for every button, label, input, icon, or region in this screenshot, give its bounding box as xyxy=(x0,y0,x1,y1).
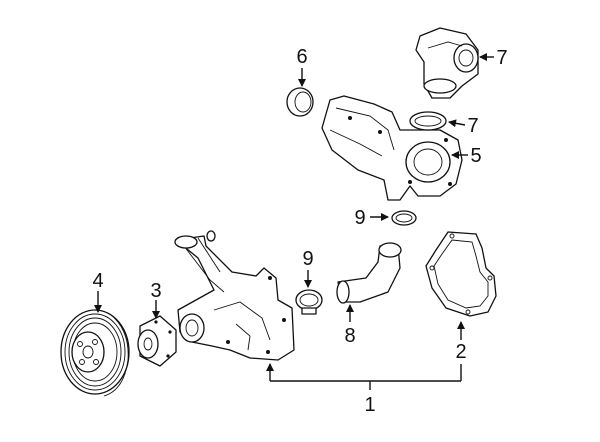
pulley-part xyxy=(60,309,130,397)
callout-9-lower: 9 xyxy=(302,248,313,270)
hose-clamp-lower-part xyxy=(295,289,323,315)
plug-cap-part xyxy=(286,87,314,117)
callout-6: 6 xyxy=(296,46,307,68)
callout-7-upper: 7 xyxy=(496,47,507,69)
callout-1: 1 xyxy=(364,394,375,416)
pump-gasket-part xyxy=(425,231,497,317)
callout-5: 5 xyxy=(470,145,481,167)
callout-4: 4 xyxy=(92,270,103,292)
callout-7-lower: 7 xyxy=(467,115,478,137)
thermostat-housing-part xyxy=(321,95,463,201)
thermostat-outlet-part xyxy=(415,27,479,99)
thermostat-gasket-part xyxy=(409,111,447,131)
callout-2: 2 xyxy=(455,341,466,363)
bypass-hose-part xyxy=(336,242,402,304)
callout-3: 3 xyxy=(150,280,161,302)
callout-9-upper: 9 xyxy=(354,207,365,229)
hose-clamp-upper-part xyxy=(391,210,417,226)
water-pump-part xyxy=(174,230,295,361)
leader-lines xyxy=(94,53,494,390)
callout-8: 8 xyxy=(344,325,355,347)
hub-flange-part xyxy=(137,315,177,367)
